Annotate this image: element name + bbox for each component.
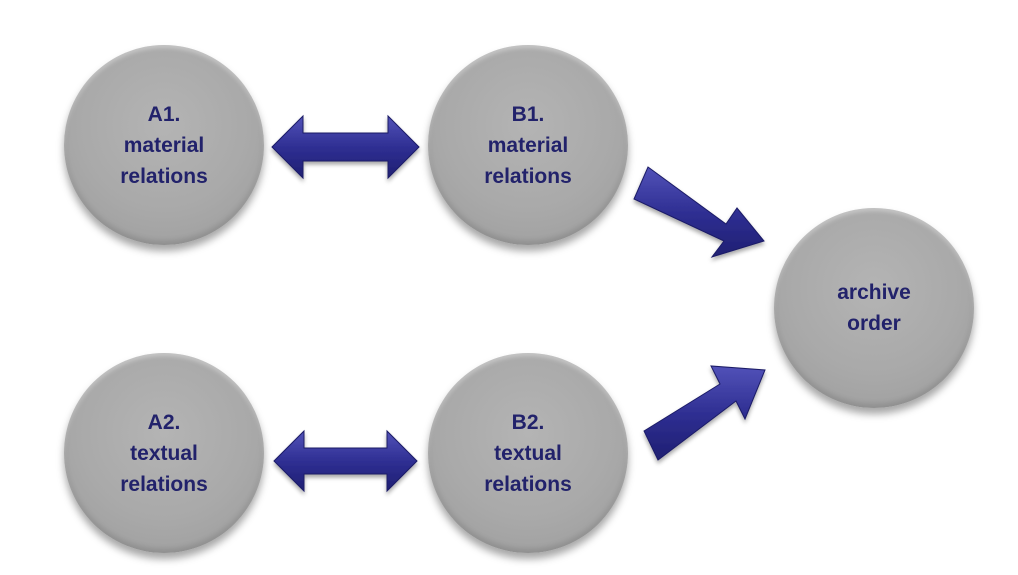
node-label-line: relations [484,472,572,496]
node-label-line: relations [120,472,208,496]
node-label: archive order [837,277,911,339]
node-label-line: textual [130,441,198,465]
double-arrow-a2-b2 [273,429,418,493]
double-arrow-a1-b1 [271,114,420,180]
node-b2-textual-relations: B2. textual relations [428,353,628,553]
node-circle [774,208,974,408]
node-label: A2. textual relations [120,407,208,500]
node-label-line: order [847,312,901,335]
node-circle [64,45,264,245]
node-label-line: A2. [147,410,181,434]
node-label-line: textual [494,441,562,465]
node-label-line: A1. [147,102,181,126]
node-label-line: B1. [511,102,545,126]
node-label-line: archive [837,281,911,304]
node-label-line: material [487,133,569,157]
arrow-b1-to-archive [633,166,765,258]
node-label-line: B2. [511,410,545,434]
node-circle [428,45,628,245]
node-a2-textual-relations: A2. textual relations [64,353,264,553]
node-b1-material-relations: B1. material relations [428,45,628,245]
node-label-line: relations [484,164,572,188]
node-archive-order: archive order [774,208,974,408]
node-circle [428,353,628,553]
node-label: A1. material relations [120,99,208,192]
node-a1-material-relations: A1. material relations [64,45,264,245]
node-label: B1. material relations [484,99,572,192]
arrow-b2-to-archive [643,365,766,461]
node-label: B2. textual relations [484,407,572,500]
node-label-line: material [123,133,205,157]
node-label-line: relations [120,164,208,188]
node-circle [64,353,264,553]
